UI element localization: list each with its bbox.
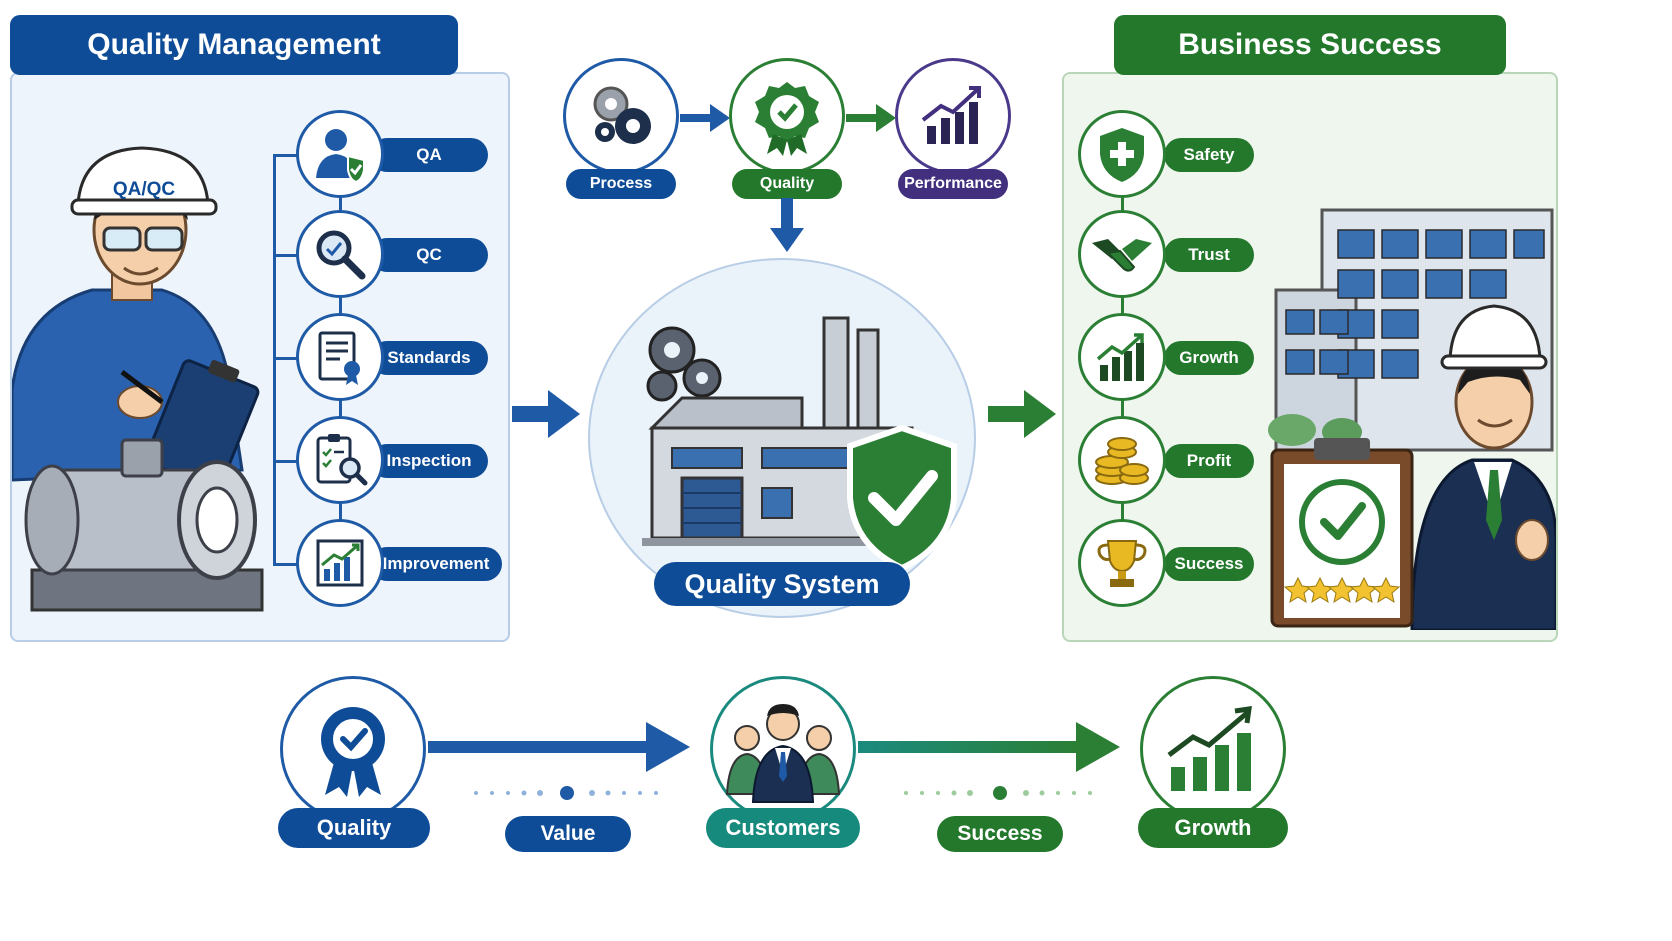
document-certificate-icon bbox=[296, 313, 384, 401]
handshake-icon bbox=[1078, 210, 1166, 298]
growth-chart-icon bbox=[296, 519, 384, 607]
arrow-right-icon bbox=[680, 104, 730, 132]
arrow-down-icon bbox=[770, 198, 804, 252]
badge-check-icon bbox=[729, 58, 845, 174]
quality-management-header: Quality Management bbox=[10, 15, 458, 75]
coins-icon bbox=[1078, 416, 1166, 504]
hardhat-label: QA/QC bbox=[113, 179, 176, 200]
qc-pill: QC bbox=[370, 238, 488, 272]
arrow-right-icon bbox=[988, 390, 1056, 438]
trust-pill: Trust bbox=[1164, 238, 1254, 272]
checklist-search-icon bbox=[296, 416, 384, 504]
arrow-right-icon bbox=[846, 104, 896, 132]
customers-node-pill: Customers bbox=[706, 808, 860, 848]
factory-illustration bbox=[642, 316, 957, 572]
magnifier-icon bbox=[296, 210, 384, 298]
qa-pill: QA bbox=[370, 138, 488, 172]
success-connector-pill: Success bbox=[937, 816, 1063, 852]
value-connector-pill: Value bbox=[505, 816, 631, 852]
improvement-pill: Improvement bbox=[370, 547, 502, 581]
trophy-icon bbox=[1078, 519, 1166, 607]
safety-pill: Safety bbox=[1164, 138, 1254, 172]
gears-icon bbox=[563, 58, 679, 174]
profit-pill: Profit bbox=[1164, 444, 1254, 478]
businessman-illustration bbox=[1268, 208, 1556, 630]
dotted-line bbox=[474, 786, 658, 800]
chart-up-icon bbox=[895, 58, 1011, 174]
quality-system-label: Quality System bbox=[654, 562, 910, 606]
engineer-illustration: QA/QC bbox=[12, 146, 264, 612]
quality-node-pill: Quality bbox=[278, 808, 430, 848]
arrow-right-icon bbox=[512, 390, 580, 438]
quality-step-pill: Quality bbox=[732, 169, 842, 199]
arrow-right-icon bbox=[428, 722, 690, 772]
quality-system-circle bbox=[588, 258, 976, 618]
people-icon bbox=[710, 676, 856, 822]
standards-pill: Standards bbox=[370, 341, 488, 375]
left-list-connector bbox=[273, 155, 276, 565]
growth-chart-icon bbox=[1140, 676, 1286, 822]
arrow-right-icon bbox=[858, 722, 1120, 772]
business-success-header: Business Success bbox=[1114, 15, 1506, 75]
performance-pill: Performance bbox=[898, 169, 1008, 199]
user-shield-icon bbox=[296, 110, 384, 198]
growth-pill: Growth bbox=[1164, 341, 1254, 375]
bar-chart-icon bbox=[1078, 313, 1166, 401]
award-badge-icon bbox=[280, 676, 426, 822]
shield-plus-icon bbox=[1078, 110, 1166, 198]
growth-node-pill: Growth bbox=[1138, 808, 1288, 848]
process-pill: Process bbox=[566, 169, 676, 199]
dotted-line bbox=[904, 786, 1092, 800]
success-pill: Success bbox=[1164, 547, 1254, 581]
inspection-pill: Inspection bbox=[370, 444, 488, 478]
